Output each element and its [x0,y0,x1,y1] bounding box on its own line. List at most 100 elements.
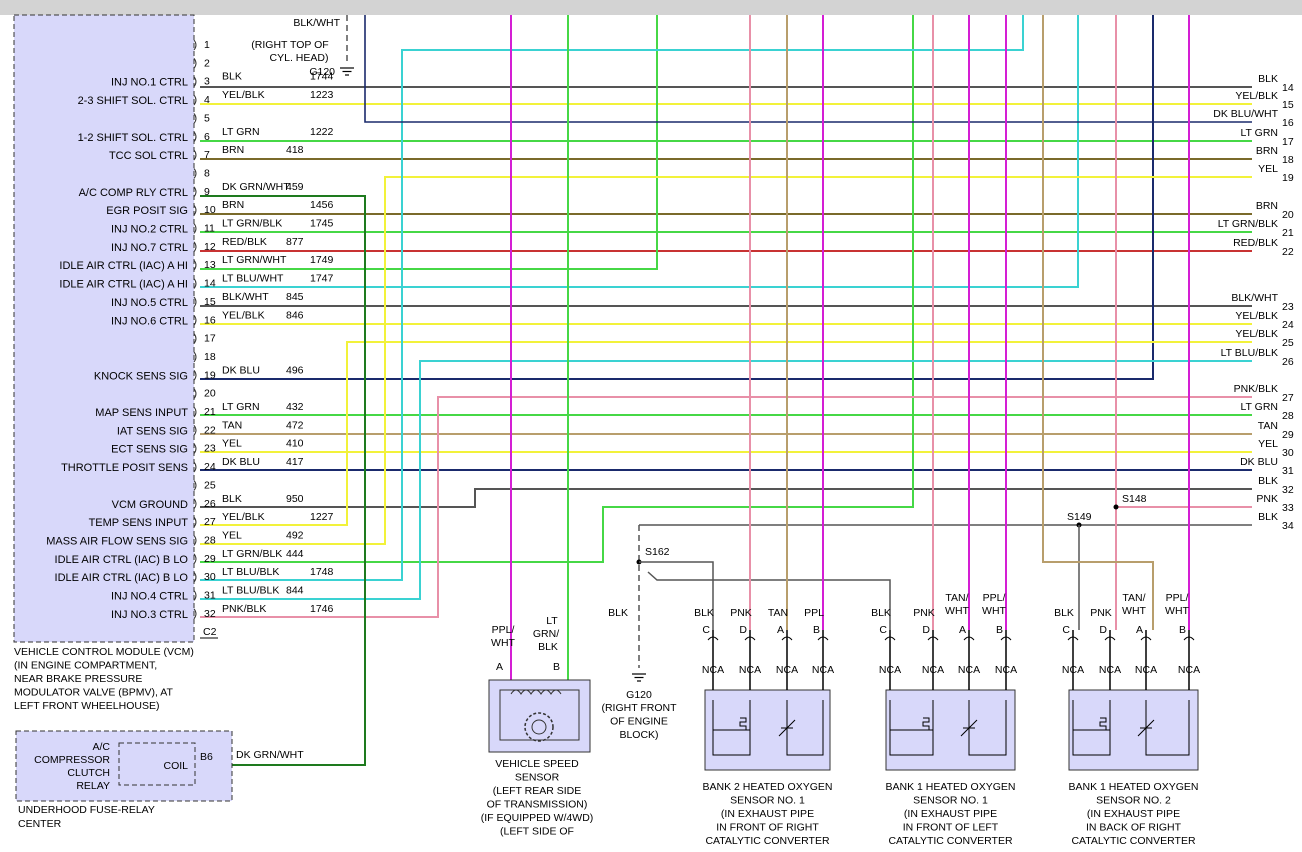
pin-6-wire-color: LT GRN [222,126,260,138]
connector-15-color: YEL/BLK [1235,90,1278,102]
pin-19-circuit: 496 [286,364,304,376]
connector-31-color: DK BLU [1240,456,1278,468]
wire-pin-27 [200,341,1252,526]
pin-16-label: INJ NO.6 CTRL [111,315,188,327]
o2-sensor-1-nca-1: NCA [702,664,724,676]
o2-sensor-3-wire-1: BLK [1054,607,1074,619]
o2-sensor-2-nca-4: NCA [995,664,1017,676]
pin-1-number: 1 [204,39,210,51]
wire-pin-9 [200,195,366,766]
o2-sensor-1-heater-element [739,717,747,731]
connector-34-number: 34 [1282,520,1294,532]
o2-sensor-1-caption-line-1: BANK 2 HEATED OXYGEN [703,781,833,793]
pin-14-circuit: 1747 [310,273,334,285]
o2-sensor-1-caption-line-2: SENSOR NO. 1 [730,795,805,807]
o2-sensor-3-caption-line-3: (IN EXHAUST PIPE [1087,808,1180,820]
pin-11-contact [193,223,197,234]
pin-29-circuit: 444 [286,548,304,560]
o2-sensor-3-wire-3-line-1: TAN/ [1122,592,1145,604]
pin-22-label: IAT SENS SIG [117,425,188,437]
o2-sensor-3-pin-3: A [1136,624,1143,636]
o2-sensor-2-caption-line-3: (IN EXHAUST PIPE [904,808,997,820]
vss-wire-a-label-2: WHT [491,637,515,649]
connector-25-number: 25 [1282,337,1294,349]
o2-sensor-3-wire-4-line-1: PPL/ [1166,592,1189,604]
connector-14-color: BLK [1258,73,1278,85]
o2-sensor-2-nca-1: NCA [879,664,901,676]
o2-sensor-2-pin-4: B [996,624,1003,636]
connector-17-color: LT GRN [1240,127,1278,139]
pin-14-number: 14 [204,278,216,290]
pin-18-number: 18 [204,351,216,363]
pin-10-contact [193,204,197,216]
relay-line-1: A/C [92,741,110,753]
pin-16-circuit: 846 [286,309,304,321]
vss-caption-line-5: (IF EQUIPPED W/4WD) [481,812,594,824]
connector-22-number: 22 [1282,246,1294,258]
connector-23-color: BLK/WHT [1231,292,1278,304]
window-top-bar [0,0,1302,15]
wire-connector-16 [364,15,1252,123]
pin-30-label: IDLE AIR CTRL (IAC) B LO [55,572,189,584]
splice-s162-label: S162 [645,546,670,558]
connector-15-number: 15 [1282,99,1294,111]
pin-13-wire-color: LT GRN/WHT [222,254,287,266]
pin-28-wire-color: YEL [222,529,242,541]
vss-caption-line-3: (LEFT REAR SIDE [493,785,582,797]
vcm-caption-line-1: VEHICLE CONTROL MODULE (VCM) [14,646,194,658]
pin-1-contact [193,39,197,51]
o2-sensor-3-wire-3-line-2: WHT [1122,605,1146,617]
pin-32-wire-color: PNK/BLK [222,603,266,615]
pin-26-circuit: 950 [286,493,304,505]
pin-21-label: MAP SENS INPUT [95,407,188,419]
pin-15-circuit: 845 [286,291,304,303]
pin-18-contact [193,351,197,363]
o2-sensor-1-nca-4: NCA [812,664,834,676]
pin-4-label: 2-3 SHIFT SOL. CTRL [78,95,188,107]
o2-sensor-3-contact-3 [1140,636,1152,641]
connector-26-number: 26 [1282,356,1294,368]
ground-bottom-wire-label: BLK [608,607,628,619]
pin-12-contact [193,241,197,253]
connector-19-color: YEL [1258,163,1278,175]
vcm-module [13,14,195,643]
vcm-caption-line-2: (IN ENGINE COMPARTMENT, [14,660,157,672]
o2-sensor-2-sensing-element [960,719,978,737]
pin-12-circuit: 877 [286,236,304,248]
o2-sensor-2-pin-2: D [922,624,930,636]
vss-pin-a: A [496,661,503,673]
pin-24-contact [193,461,197,473]
pin-16-wire-color: YEL/BLK [222,309,265,321]
pin-8-number: 8 [204,167,210,179]
connector-33-number: 33 [1282,502,1294,514]
o2-sensor-3-nca-1: NCA [1062,664,1084,676]
wire-s162-o2-bank2 [639,561,714,630]
vcm-caption-line-5: LEFT FRONT WHEELHOUSE) [14,700,159,712]
vcm-caption-line-3: NEAR BRAKE PRESSURE [14,673,142,685]
pin-32-number: 32 [204,608,216,620]
pin-13-circuit: 1749 [310,254,334,266]
pin-3-contact [193,76,197,88]
o2-sensor-3-caption-line-4: IN BACK OF RIGHT [1086,822,1182,834]
pin-12-wire-color: RED/BLK [222,236,267,248]
pin-31-number: 31 [204,590,216,602]
pin-28-contact [193,535,197,546]
pin-15-contact [193,296,197,308]
o2-sensor-2-contact-2 [927,636,939,641]
pin-11-label: INJ NO.2 CTRL [111,224,188,236]
relay-caption-line-1: UNDERHOOD FUSE-RELAY [18,804,155,816]
pin-9-wire-color: DK GRN/WHT [222,181,290,193]
pin-10-number: 10 [204,204,216,216]
o2-sensor-3-wire-2: PNK [1090,607,1112,619]
o2-sensor-1-pin-2: D [739,624,747,636]
vss-inner-frame [499,689,580,741]
o2-sensor-3-nca-2: NCA [1099,664,1121,676]
pin-9-circuit: 459 [286,181,304,193]
pin-20-contact [193,388,197,399]
relay-wire-label: DK GRN/WHT [236,749,304,761]
pin-9-label: A/C COMP RLY CTRL [79,187,188,199]
pin-14-label: IDLE AIR CTRL (IAC) A HI [59,279,188,291]
pin-27-wire-color: YEL/BLK [222,511,265,523]
connector-34-color: BLK [1258,511,1278,523]
vss-wire-a-label-1: PPL/ [492,624,515,636]
